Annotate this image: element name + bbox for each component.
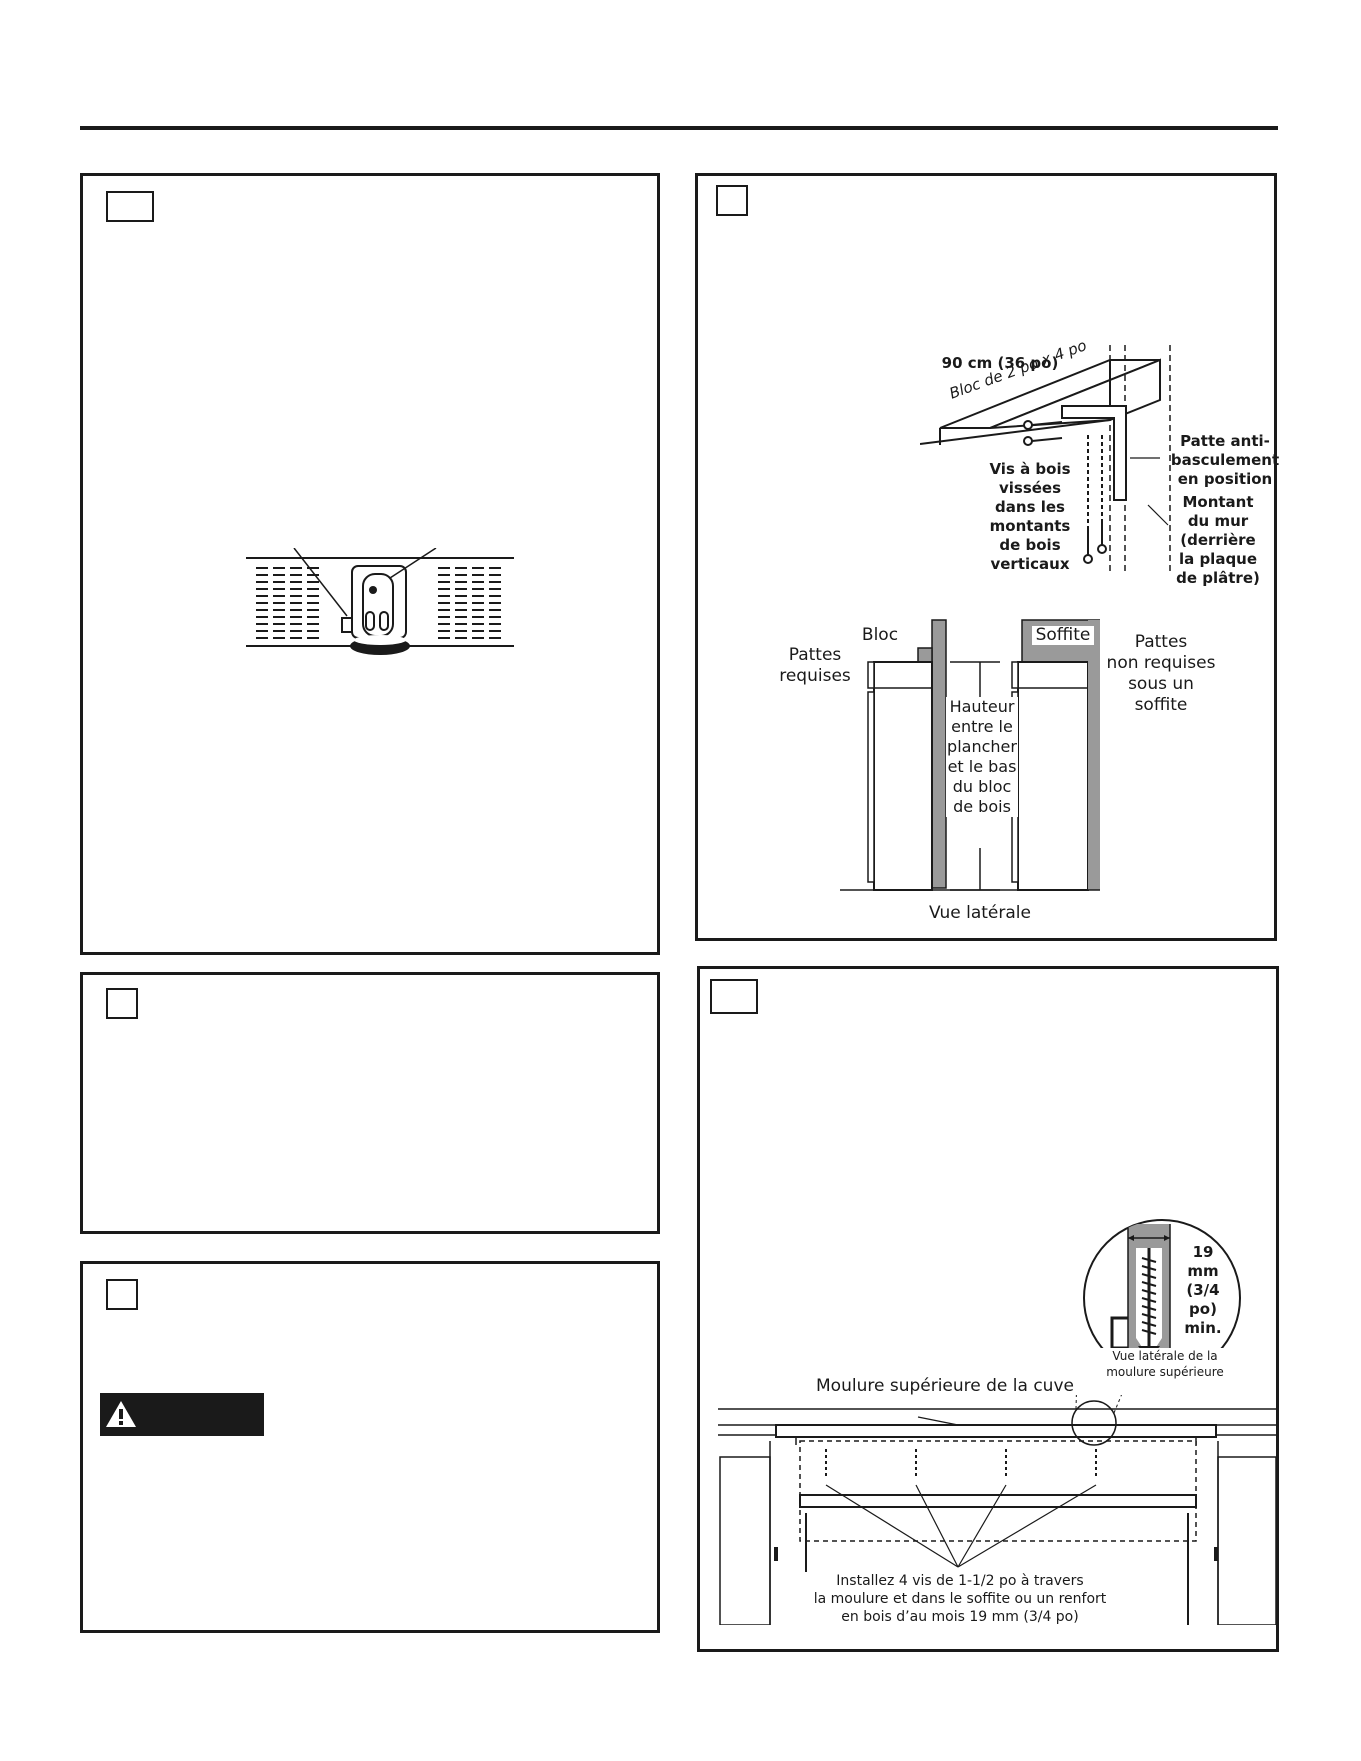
step-marker bbox=[716, 185, 748, 216]
dimension-label: 19 mm (3/4 po) min. bbox=[1184, 1243, 1222, 1337]
height-label: Hauteur entre le plancher et le bas du b… bbox=[946, 697, 1018, 817]
warning-triangle-icon bbox=[106, 1401, 136, 1427]
top-trim-illustration bbox=[718, 1395, 1278, 1625]
wall-stud-label: Montant du mur (derrière la plaque de pl… bbox=[1176, 493, 1260, 587]
top-trim-label: Moulure supérieure de la cuve bbox=[816, 1376, 1074, 1396]
block-label: Bloc bbox=[861, 625, 899, 645]
step-marker bbox=[710, 979, 758, 1014]
warning-badge bbox=[100, 1393, 264, 1436]
step-marker bbox=[106, 1279, 138, 1310]
side-view-illustration bbox=[840, 619, 1100, 891]
install-note-label: Installez 4 vis de 1-1/2 po à travers la… bbox=[790, 1572, 1130, 1626]
soffit-label: Soffite bbox=[1032, 626, 1094, 645]
base-grille-illustration bbox=[246, 548, 514, 655]
trim-detail-caption: Vue latérale de la moulure supérieure bbox=[1100, 1348, 1230, 1380]
panel-leveling bbox=[80, 173, 660, 955]
trim-detail-illustration bbox=[1083, 1219, 1241, 1377]
step-marker bbox=[106, 988, 138, 1019]
panel-step-4 bbox=[80, 1261, 660, 1633]
wood-screws-label: Vis à bois vissées dans les montants de … bbox=[989, 460, 1071, 573]
antitip-bracket-illustration bbox=[920, 345, 1171, 575]
bracket-in-place-label: Patte anti- basculement en position bbox=[1170, 432, 1280, 488]
step-marker bbox=[106, 191, 154, 222]
brackets-not-required-label: Pattes non requises sous un soffite bbox=[1106, 632, 1216, 715]
top-rule bbox=[80, 126, 1278, 130]
block-length-label: 90 cm (36 po) bbox=[941, 354, 1059, 372]
panel-step-3 bbox=[80, 972, 660, 1234]
brackets-required-label: Pattes requises bbox=[779, 645, 851, 686]
side-view-caption: Vue latérale bbox=[929, 903, 1031, 923]
